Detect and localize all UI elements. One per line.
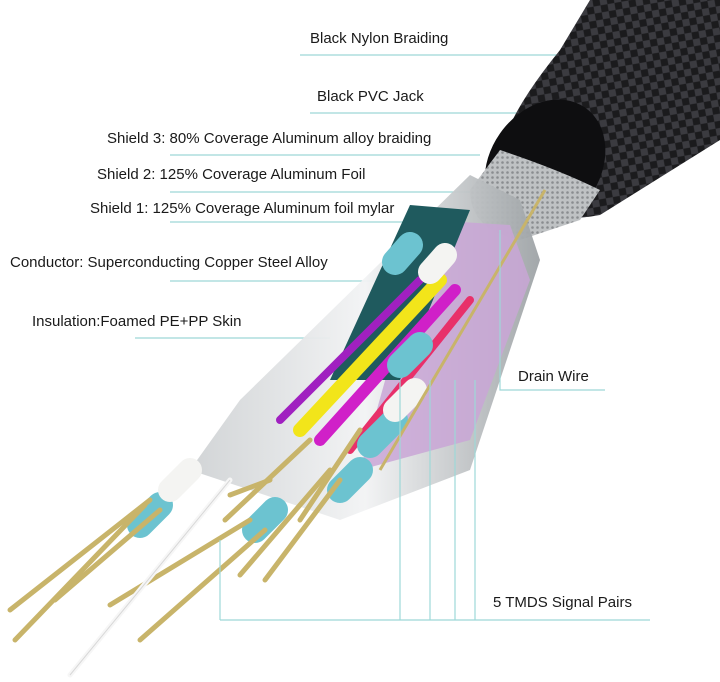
leader-lines-front [219,230,650,621]
leader-drain [499,230,605,391]
yellow-wire [293,273,447,437]
insulation-segments [127,232,433,543]
label-insulation: Insulation:Foamed PE+PP Skin [32,313,242,330]
drain-wire [378,189,547,471]
label-braiding: Black Nylon Braiding [310,30,449,47]
label-drain-wire: Drain Wire [518,368,589,385]
inner-wires [276,273,474,454]
copper-conductors [7,427,363,643]
label-shield1: Shield 1: 125% Coverage Aluminum foil my… [90,200,395,217]
white-wire-edge [69,479,231,676]
white-insulation [158,243,457,502]
label-shield3: Shield 3: 80% Coverage Aluminum alloy br… [107,130,432,147]
red-wire [346,296,474,454]
label-shield2: Shield 2: 125% Coverage Aluminum Foil [97,166,366,183]
label-tmds-pairs: 5 TMDS Signal Pairs [493,594,632,611]
label-conductor: Conductor: Superconducting Copper Steel … [10,254,328,271]
purple-wire [276,276,424,424]
label-jack: Black PVC Jack [317,88,424,105]
